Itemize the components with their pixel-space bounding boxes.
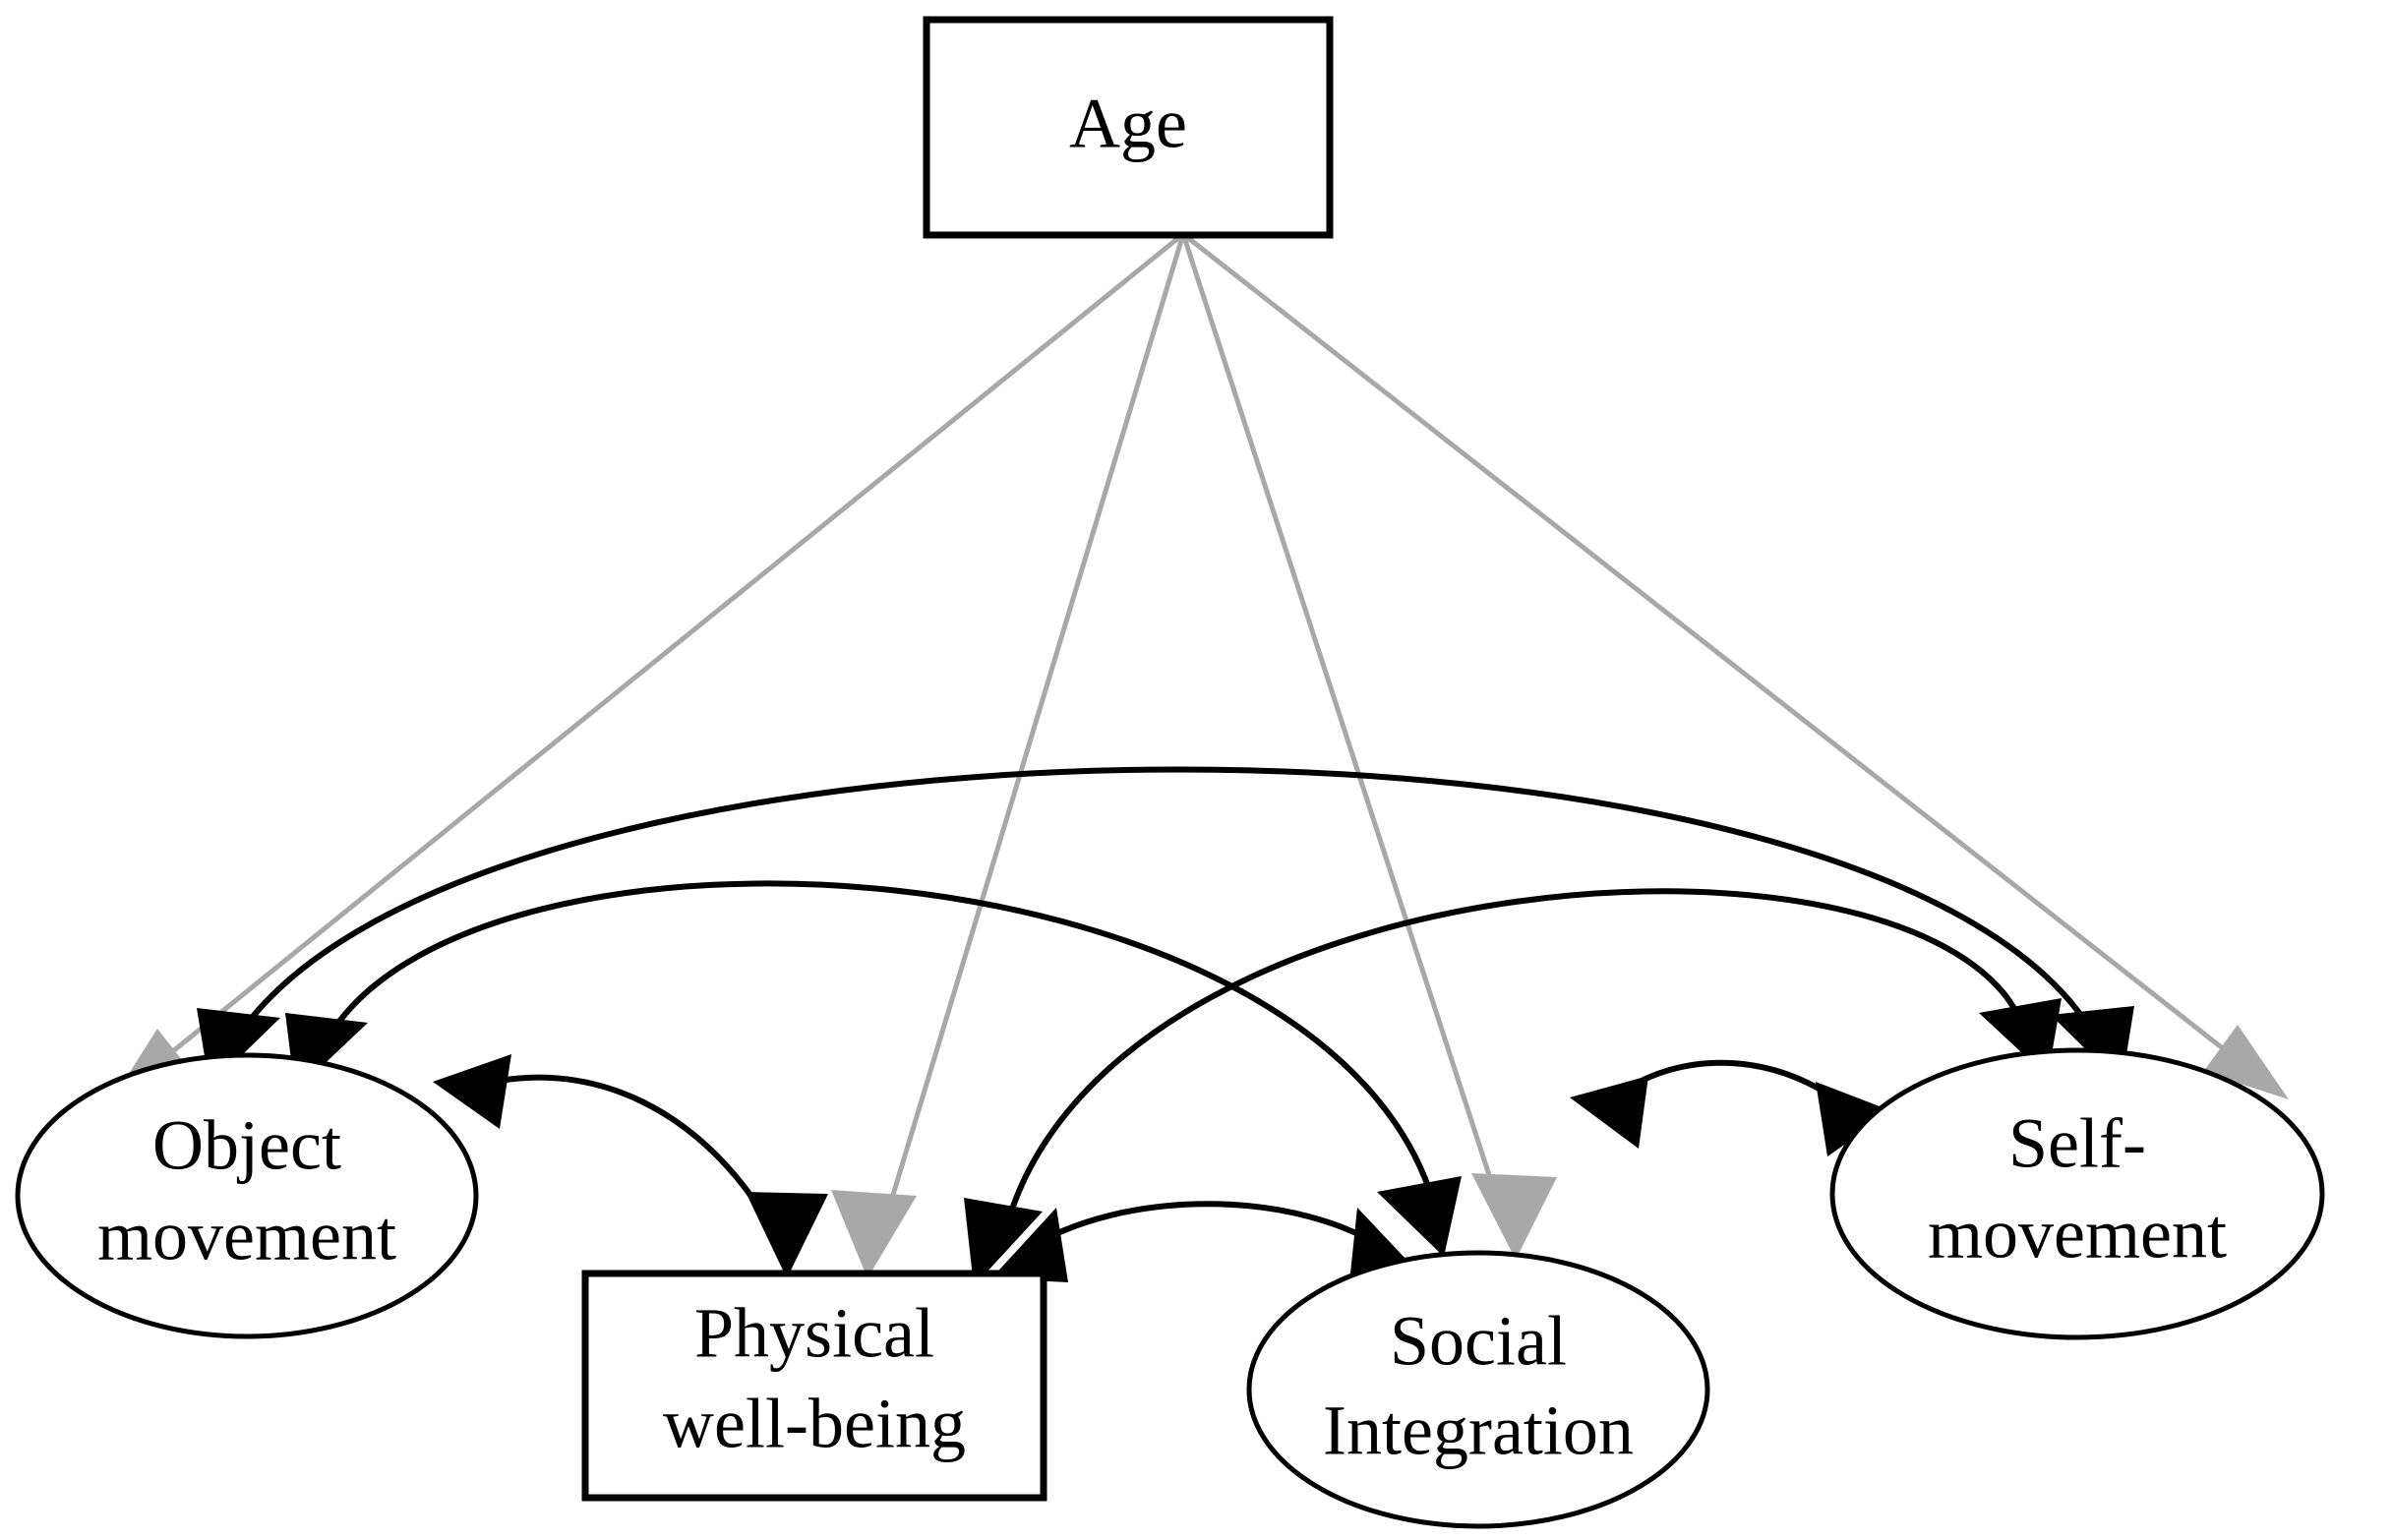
node-social-integration[interactable]: Social Integration [1246,1250,1710,1529]
node-self-movement-label-line1: Self- [2008,1104,2146,1183]
edge-arc [322,880,1439,1213]
node-social-integration-shape [1246,1250,1710,1529]
edge-line [136,232,1185,1082]
arrowhead-icon-right [1377,1176,1462,1257]
edge-line [877,233,1186,1238]
node-age-label: Age [1069,85,1187,163]
node-self-movement[interactable]: Self- movement [1829,1047,2325,1340]
edge-physical-well-being-self-movement[interactable] [964,888,2062,1286]
edge-arc [469,1074,780,1239]
node-object-movement[interactable]: Object movement [15,1052,479,1339]
edge-line [1180,233,1506,1218]
arrowhead-icon-right [1816,1082,1892,1156]
arrowhead-icon-left [991,1208,1068,1282]
node-age-shape [923,16,1334,239]
node-physical-well-being-shape [581,1270,1047,1502]
edge-object-movement-physical-well-being[interactable] [433,1054,828,1278]
arrowhead-icon [1471,1173,1557,1260]
node-self-movement-shape [1829,1047,2325,1340]
arrowhead-icon [2203,1025,2289,1099]
node-age[interactable]: Age [923,16,1334,239]
edge-arc [1023,1201,1393,1256]
node-object-movement-shape [15,1052,479,1339]
node-object-movement-label-line1: Object [152,1106,341,1185]
edge-age-to-social-integration[interactable] [1180,233,1557,1260]
edge-arc [998,888,2029,1250]
arrowhead-icon-right [746,1192,828,1278]
edge-age-to-self-movement[interactable] [1181,232,2289,1099]
arrowhead-icon [831,1190,917,1278]
edge-age-to-object-movement[interactable] [111,232,1185,1101]
node-self-movement-label-line2: movement [1928,1195,2227,1273]
edge-line [1181,232,2257,1076]
node-physical-well-being[interactable]: Physical well-being [581,1270,1047,1502]
edge-social-integration-self-movement[interactable] [1570,1059,1892,1156]
edge-arc [231,766,2101,1044]
node-social-integration-label-line1: Social [1390,1302,1567,1381]
node-physical-well-being-label-line2: well-being [663,1385,966,1463]
arrowhead-icon-left [433,1054,511,1129]
arrowhead-icon-left [1570,1076,1648,1149]
node-social-integration-label-line2: Integration [1323,1392,1634,1470]
node-object-movement-label-line2: movement [97,1197,396,1275]
arrowhead-icon-left [964,1198,1043,1286]
node-physical-well-being-label-line1: Physical [694,1294,934,1373]
age-effect-edges [111,232,2289,1278]
edge-age-to-physical-well-being[interactable] [831,233,1186,1278]
